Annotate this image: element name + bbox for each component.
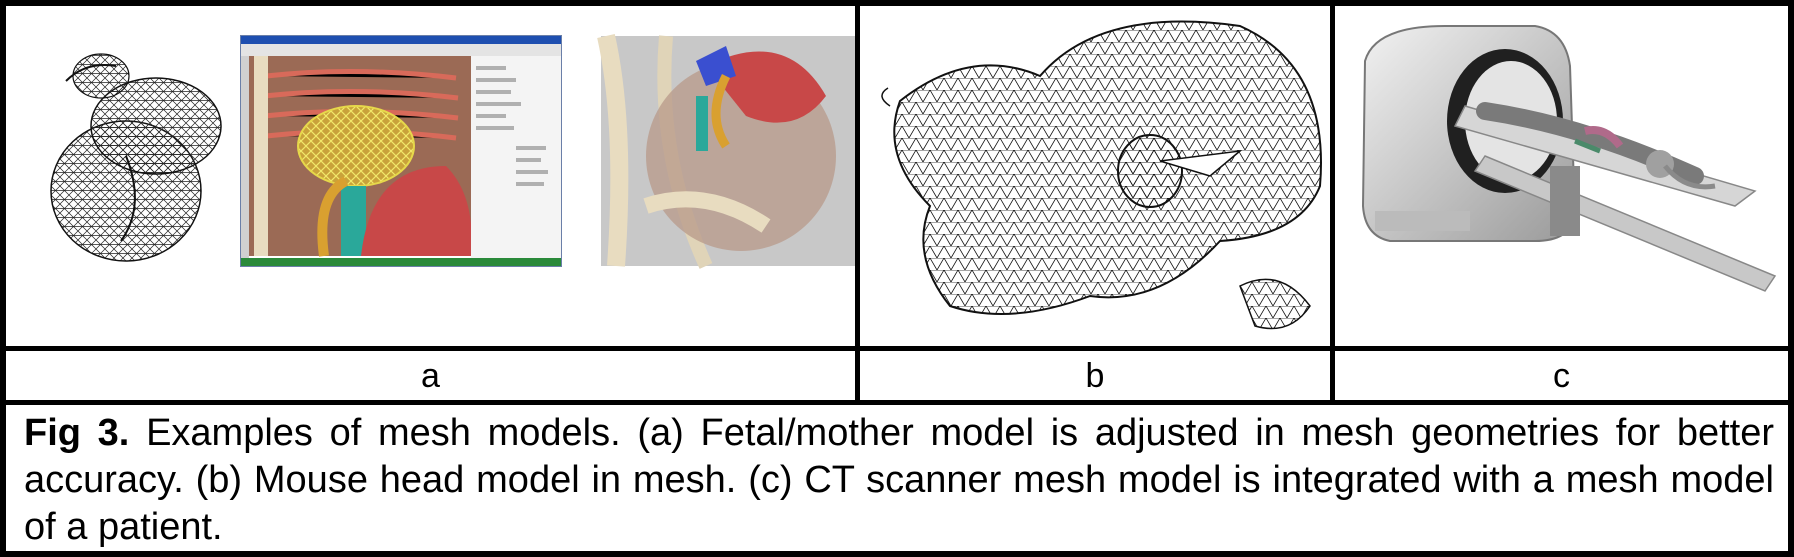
software-screenshot-image: [240, 35, 562, 267]
divider: [1330, 6, 1335, 402]
mother-anatomy-image: [597, 34, 855, 269]
panel-b-image: [860, 6, 1330, 346]
panel-label-b: b: [1085, 357, 1105, 395]
caption-text: Examples of mesh models. (a) Fetal/mothe…: [24, 412, 1774, 548]
fetal-mesh-image: [50, 53, 222, 262]
caption-lead: Fig 3.: [24, 412, 130, 454]
panel-a-images: [6, 6, 855, 346]
panel-label-c: c: [1553, 357, 1570, 395]
ct-scanner-model: [1361, 25, 1777, 292]
panel-c-image: [1335, 6, 1788, 346]
mouse-head-mesh: [881, 20, 1322, 330]
divider: [6, 400, 1788, 405]
panel-label-a: a: [421, 357, 440, 395]
divider: [6, 346, 1788, 351]
figure-caption: Fig 3. Examples of mesh models. (a) Feta…: [24, 410, 1774, 551]
divider: [855, 6, 860, 402]
patient-mesh: [1476, 102, 1716, 190]
